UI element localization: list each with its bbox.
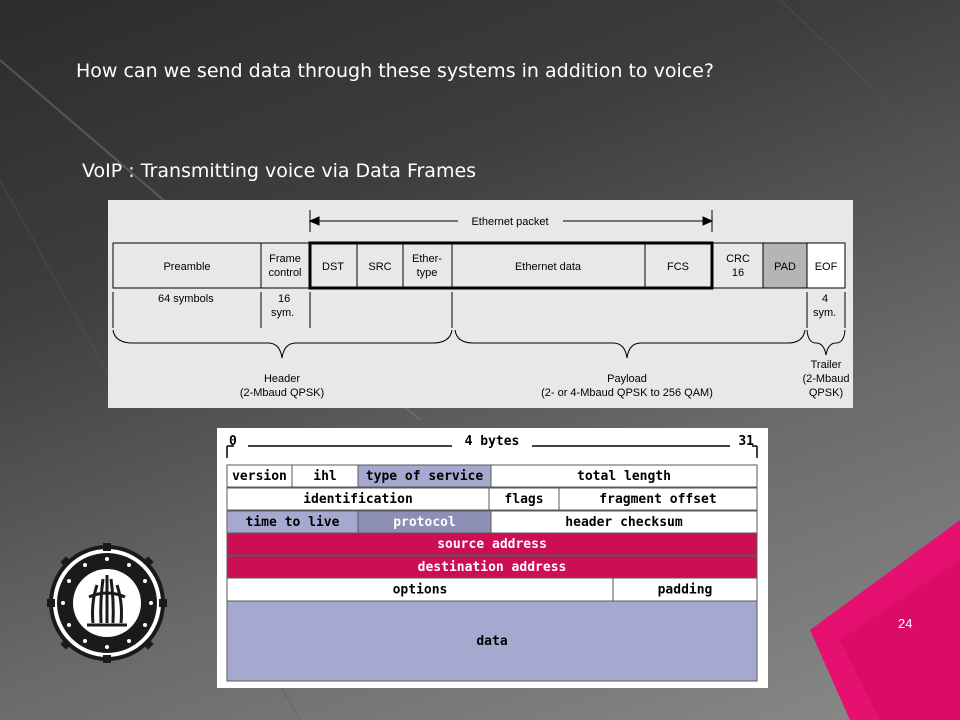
ip-field-label-source-address: source address xyxy=(437,537,547,552)
ether-type-label-2: type xyxy=(417,267,438,279)
field-eof xyxy=(806,242,846,289)
payload-brace xyxy=(454,329,806,359)
ethernet-packet-outline xyxy=(308,241,714,290)
ip-field-total-length xyxy=(490,464,758,488)
ip-field-label-total-length: total length xyxy=(577,469,671,484)
ethernet-packet-label: Ethernet packet xyxy=(471,216,548,228)
ip-field-label-padding: padding xyxy=(658,583,713,598)
field-ether-type xyxy=(402,242,453,289)
frame-control-label-1: Frame xyxy=(269,253,301,265)
frame-control-label-2: control xyxy=(268,267,301,279)
eof-label: EOF xyxy=(815,261,838,273)
frame-control-duration-1: 16 xyxy=(278,293,290,305)
pad-label: PAD xyxy=(774,261,796,273)
ip-field-label-ihl: ihl xyxy=(313,469,336,484)
ip-field-data xyxy=(226,600,758,682)
frame-fields xyxy=(112,241,846,290)
eof-duration-1: 4 xyxy=(822,293,828,305)
page-number: 24 xyxy=(898,616,913,631)
trailer-label-2: (2-Mbaud xyxy=(802,373,849,385)
ip-field-source-address xyxy=(226,532,758,556)
ruler-label: 4 bytes xyxy=(465,434,520,449)
ip-field-label-protocol: protocol xyxy=(393,515,456,530)
ip-header-diagram: 0 4 bytes 31 version ihl type of service to… xyxy=(217,428,768,688)
frame-control-duration-2: sym. xyxy=(271,307,294,319)
ip-field-label-version: version xyxy=(232,469,287,484)
ip-field-label-header-checksum: header checksum xyxy=(565,515,683,530)
header-label-1: Header xyxy=(264,373,300,385)
group-braces xyxy=(112,329,846,359)
payload-label-2: (2- or 4-Mbaud QPSK to 256 QAM) xyxy=(541,387,713,399)
ethernet-data-label: Ethernet data xyxy=(515,261,582,273)
ip-field-label-destination-address: destination address xyxy=(418,560,567,575)
ip-field-label-time-to-live: time to live xyxy=(246,515,340,530)
trailer-label-3: QPSK) xyxy=(809,387,843,399)
payload-label-1: Payload xyxy=(607,373,647,385)
ip-field-label-options: options xyxy=(393,583,448,598)
ethernet-frame-diagram: Ethernet packet Preamble Frame control D… xyxy=(108,200,853,408)
seal-ring-ornaments xyxy=(61,557,153,649)
crc-label-2: 16 xyxy=(732,267,744,279)
ruler-start: 0 xyxy=(229,434,237,449)
ether-type-label-1: Ether- xyxy=(412,253,442,265)
ip-field-label-identification: identification xyxy=(303,492,413,507)
ruler-end: 31 xyxy=(738,434,754,449)
field-pad xyxy=(762,242,808,289)
src-label: SRC xyxy=(368,261,391,273)
question-text: How can we send data through these syste… xyxy=(76,60,714,82)
seal-emblem xyxy=(87,575,127,627)
eof-duration-2: sym. xyxy=(813,307,836,319)
fcs-label: FCS xyxy=(667,261,689,273)
crc-label-1: CRC xyxy=(726,253,750,265)
duration-ticks xyxy=(112,292,846,328)
field-frame-control xyxy=(260,242,310,289)
trailer-brace xyxy=(806,329,846,356)
university-seal-logo xyxy=(47,543,167,663)
dst-label: DST xyxy=(322,261,344,273)
header-brace xyxy=(112,329,453,359)
ip-field-label-flags: flags xyxy=(504,492,543,507)
preamble-label: Preamble xyxy=(163,261,210,273)
bit-ruler: 0 4 bytes 31 xyxy=(226,434,758,458)
ethernet-packet-arrow xyxy=(308,210,714,232)
trailer-label-1: Trailer xyxy=(811,359,842,371)
field-crc16 xyxy=(712,242,764,289)
pink-corner-accent xyxy=(810,520,960,720)
ip-field-label-data: data xyxy=(476,634,507,649)
ip-header-rows: version ihl type of service total length ide… xyxy=(226,464,758,682)
header-label-2: (2-Mbaud QPSK) xyxy=(240,387,324,399)
ip-field-label-fragment-offset: fragment offset xyxy=(599,492,716,507)
voip-heading: VoIP : Transmitting voice via Data Frame… xyxy=(82,160,477,182)
ip-field-label-type-of-service: type of service xyxy=(366,469,484,484)
ip-field-fragment-offset xyxy=(558,487,758,511)
preamble-duration: 64 symbols xyxy=(158,293,214,305)
